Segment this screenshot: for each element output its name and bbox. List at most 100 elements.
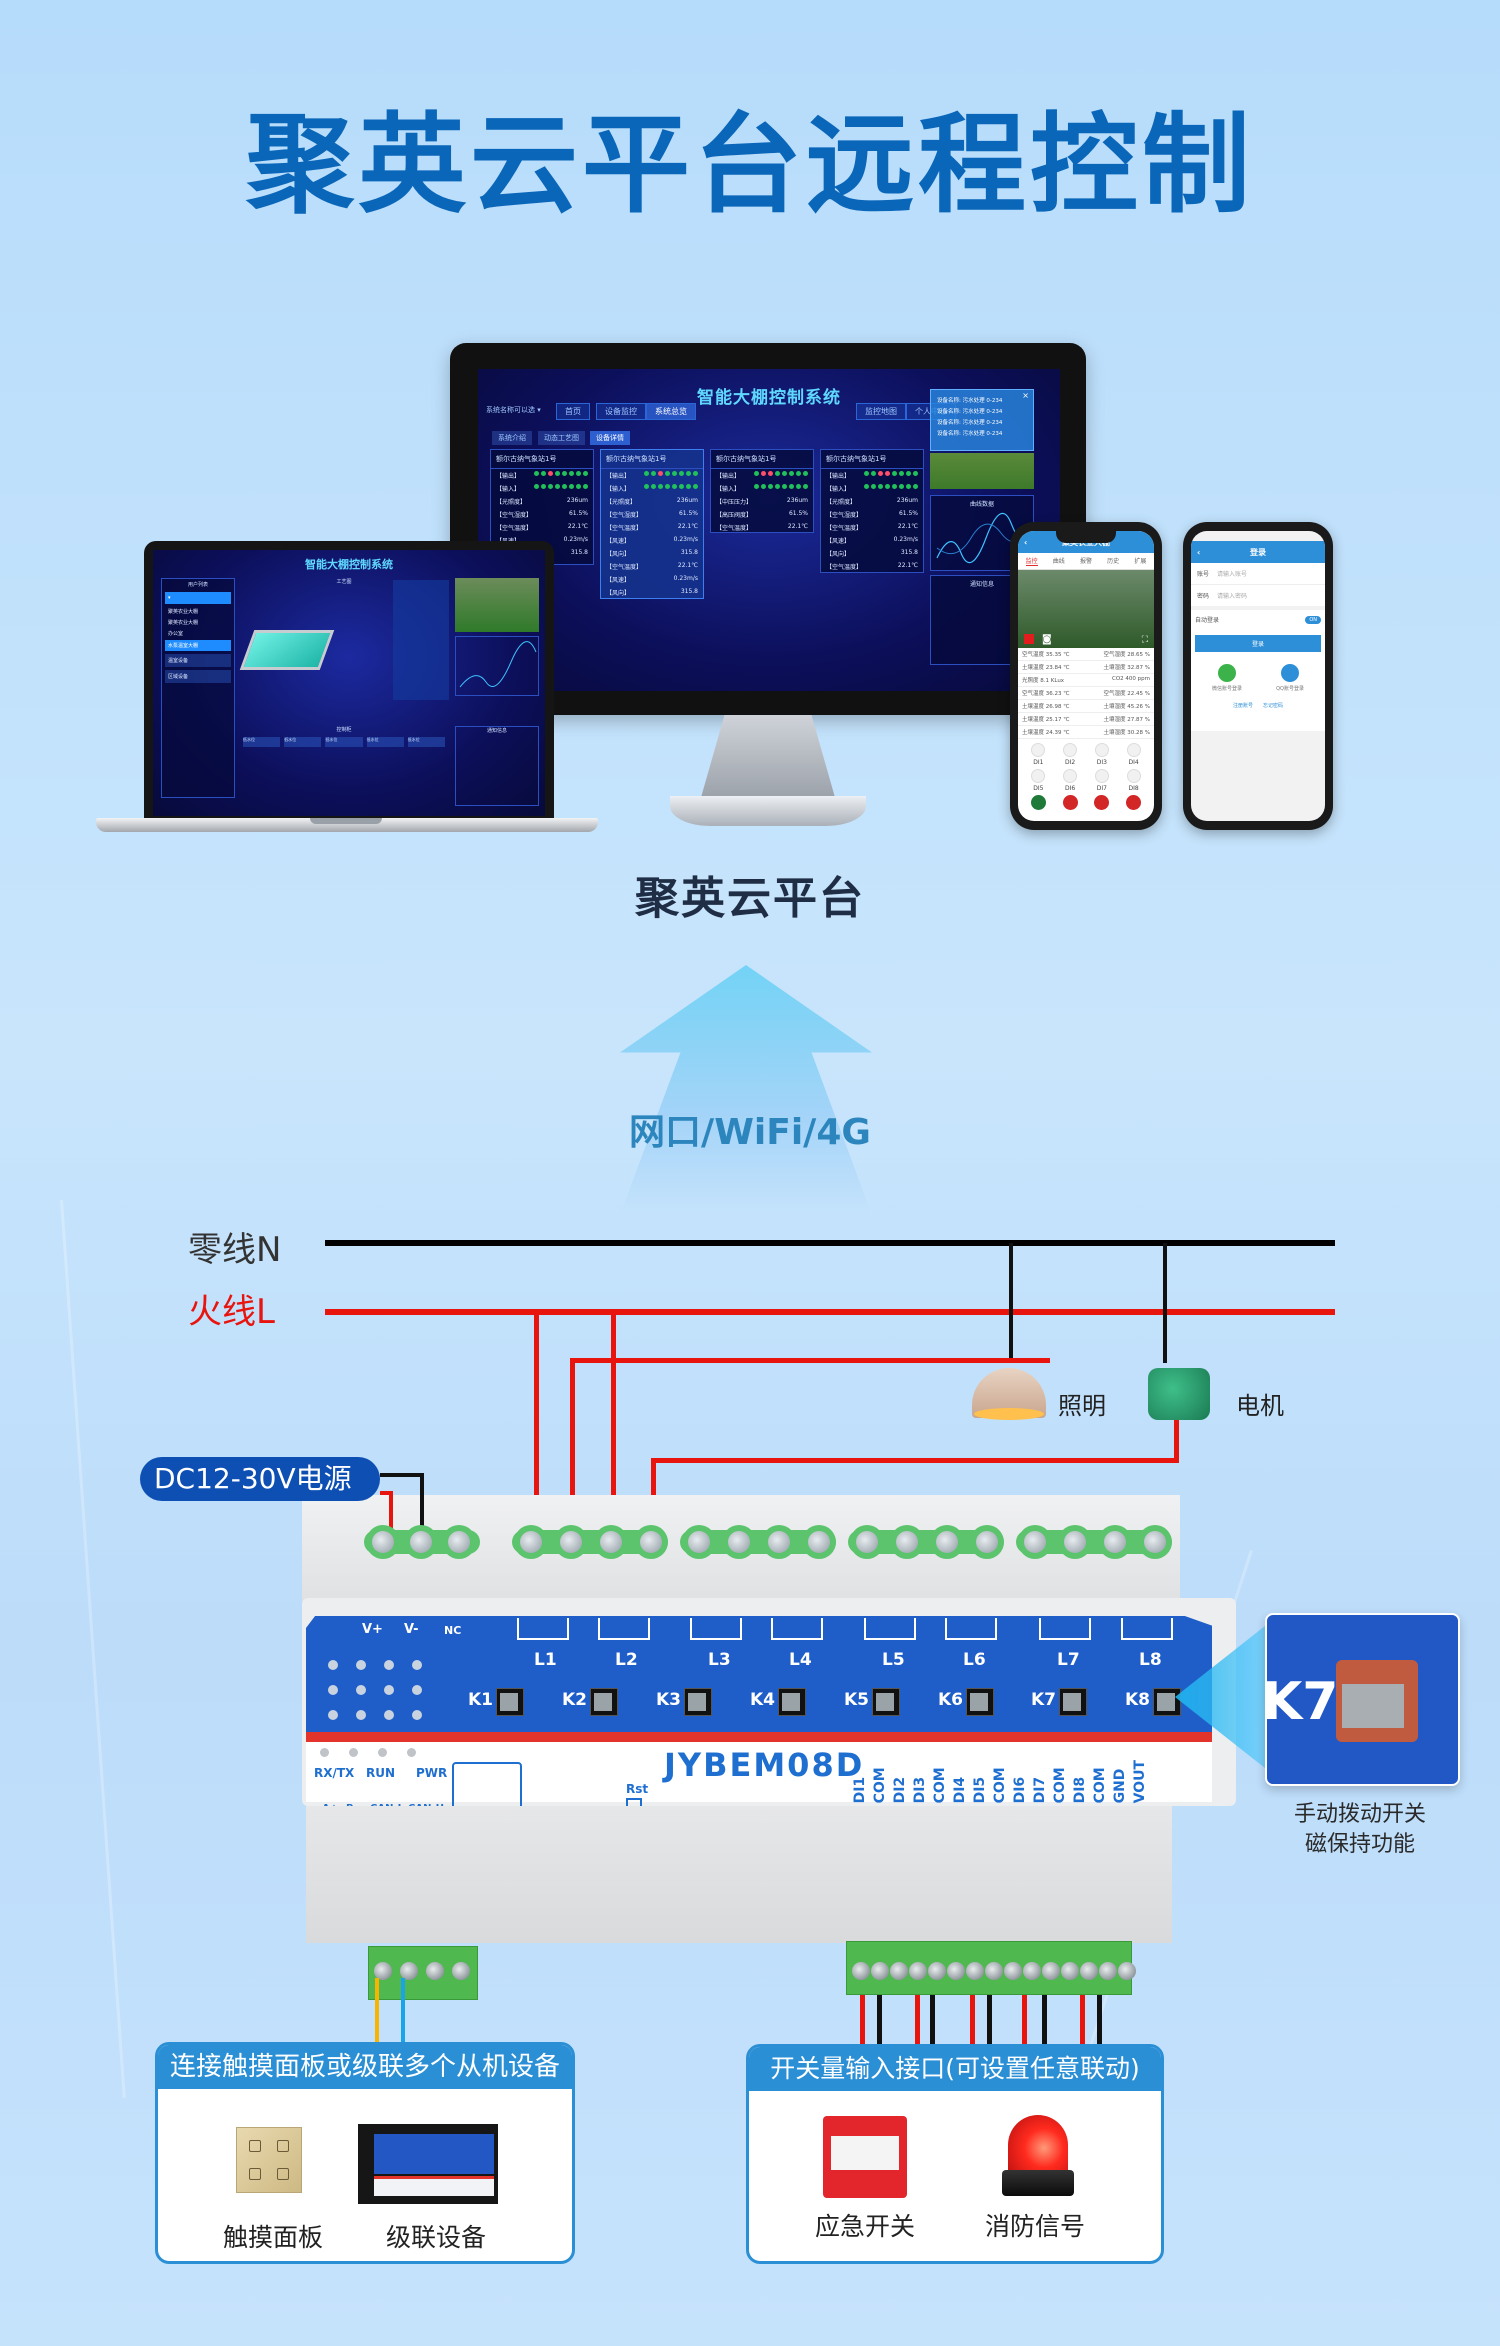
connector-screw[interactable] bbox=[1023, 1962, 1041, 1980]
device-group[interactable]: 温室设备 bbox=[165, 654, 231, 667]
terminal-screw[interactable] bbox=[970, 1525, 1004, 1559]
login-button[interactable]: 登录 bbox=[1195, 635, 1321, 652]
user-item[interactable]: 聚英农业大棚 bbox=[168, 620, 199, 626]
terminal-screw[interactable] bbox=[1138, 1525, 1172, 1559]
tab-curve[interactable]: 曲线 bbox=[1052, 558, 1065, 565]
station-card-selected[interactable]: 额尔古纳气象站1号 【输出】 【输入】 【光照度】236um 【空气湿度】61.… bbox=[600, 449, 704, 599]
connector-screw[interactable] bbox=[400, 1962, 418, 1980]
connector-screw[interactable] bbox=[452, 1962, 470, 1980]
nav-overview[interactable]: 系统总览 bbox=[646, 403, 696, 420]
greenhouse-video-thumb[interactable] bbox=[930, 453, 1034, 489]
terminal-screw[interactable] bbox=[634, 1525, 668, 1559]
connector-screw[interactable] bbox=[966, 1962, 984, 1980]
manual-switch-k5[interactable] bbox=[872, 1688, 900, 1716]
user-group[interactable]: ▾ bbox=[165, 592, 231, 604]
manual-switch-k6[interactable] bbox=[966, 1688, 994, 1716]
connector-screw[interactable] bbox=[426, 1962, 444, 1980]
user-item[interactable]: 办公室 bbox=[168, 631, 184, 637]
terminal-screw[interactable] bbox=[514, 1525, 548, 1559]
connector-screw[interactable] bbox=[374, 1962, 392, 1980]
tab-monitor[interactable]: 监控 bbox=[1025, 558, 1038, 566]
terminal-screw[interactable] bbox=[930, 1525, 964, 1559]
tab-alarm[interactable]: 报警 bbox=[1079, 558, 1092, 565]
manual-switch-k3[interactable] bbox=[684, 1688, 712, 1716]
user-item-selected[interactable]: 水泵温室大棚 bbox=[165, 640, 231, 651]
terminal-screw[interactable] bbox=[850, 1525, 884, 1559]
terminal-screw[interactable] bbox=[1018, 1525, 1052, 1559]
fullscreen-icon[interactable]: ⛶ bbox=[1141, 635, 1148, 645]
manual-switch-k7[interactable] bbox=[1059, 1688, 1087, 1716]
output-button-on[interactable] bbox=[1030, 795, 1046, 810]
connector-screw[interactable] bbox=[1061, 1962, 1079, 1980]
close-icon[interactable]: × bbox=[1022, 391, 1029, 400]
output-button-off[interactable] bbox=[1126, 795, 1142, 810]
status-tile[interactable]: 低水位 bbox=[243, 737, 281, 747]
terminal-screw[interactable] bbox=[682, 1525, 716, 1559]
terminal-screw[interactable] bbox=[762, 1525, 796, 1559]
qq-login-button[interactable]: QQ账号登录 bbox=[1276, 664, 1304, 692]
back-icon[interactable]: ‹ bbox=[1197, 547, 1201, 557]
notification-popup[interactable]: × 设备名称: 污水处理 0-234 设备名称: 污水处理 0-234 设备名称… bbox=[930, 389, 1034, 451]
device-group[interactable]: 区域设备 bbox=[165, 670, 231, 683]
terminal-screw[interactable] bbox=[442, 1525, 476, 1559]
manual-switch-k2[interactable] bbox=[590, 1688, 618, 1716]
account-input[interactable]: 请输入账号 bbox=[1217, 571, 1248, 578]
back-icon[interactable]: ‹ bbox=[1024, 537, 1028, 547]
connector-screw[interactable] bbox=[852, 1962, 870, 1980]
terminal-screw[interactable] bbox=[366, 1525, 400, 1559]
connector-screw[interactable] bbox=[928, 1962, 946, 1980]
status-tile[interactable]: 低水位 bbox=[284, 737, 322, 747]
forgot-password-link[interactable]: 忘记密码 bbox=[1263, 703, 1284, 709]
password-input[interactable]: 请输入密码 bbox=[1217, 593, 1248, 600]
tab-extend[interactable]: 扩展 bbox=[1134, 558, 1147, 565]
connector-screw[interactable] bbox=[1042, 1962, 1060, 1980]
connector-screw[interactable] bbox=[909, 1962, 927, 1980]
camera-icon[interactable]: ◙ bbox=[1042, 634, 1052, 645]
tab-history[interactable]: 历史 bbox=[1107, 558, 1120, 565]
account-field[interactable]: 账号请输入账号 bbox=[1191, 563, 1325, 585]
video-monitor-thumb[interactable] bbox=[455, 578, 539, 632]
connector-screw[interactable] bbox=[1099, 1962, 1117, 1980]
nav-monitor-map[interactable]: 监控地图 bbox=[856, 403, 906, 420]
terminal-screw[interactable] bbox=[1058, 1525, 1092, 1559]
status-tile[interactable]: 低水位 bbox=[366, 737, 404, 747]
station-card[interactable]: 额尔古纳气象站1号 【输出】 【输入】 【光照度】236um 【空气湿度】61.… bbox=[820, 449, 924, 573]
manual-switch-k8[interactable] bbox=[1153, 1688, 1181, 1716]
terminal-screw[interactable] bbox=[722, 1525, 756, 1559]
system-selector[interactable]: 系统名称可以选 ▾ bbox=[486, 406, 541, 414]
register-link[interactable]: 注册账号 bbox=[1232, 703, 1253, 709]
connector-screw[interactable] bbox=[871, 1962, 889, 1980]
module-blue-panel bbox=[306, 1616, 1212, 1736]
terminal-screw[interactable] bbox=[1098, 1525, 1132, 1559]
subtab-process[interactable]: 动态工艺图 bbox=[538, 431, 585, 445]
connector-screw[interactable] bbox=[1118, 1962, 1136, 1980]
connector-screw[interactable] bbox=[890, 1962, 908, 1980]
record-button[interactable] bbox=[1024, 634, 1034, 644]
nav-home[interactable]: 首页 bbox=[556, 403, 590, 420]
manual-switch-k1[interactable] bbox=[496, 1688, 524, 1716]
connector-screw[interactable] bbox=[1080, 1962, 1098, 1980]
subtab-device-detail[interactable]: 设备详情 bbox=[590, 431, 630, 445]
nav-device-monitor[interactable]: 设备监控 bbox=[596, 403, 646, 420]
subtab-intro[interactable]: 系统介绍 bbox=[492, 431, 532, 445]
connector-screw[interactable] bbox=[985, 1962, 1003, 1980]
status-tile[interactable]: 低水位 bbox=[325, 737, 363, 747]
auto-login-toggle[interactable]: ON bbox=[1305, 615, 1321, 624]
output-button-off[interactable] bbox=[1094, 795, 1110, 810]
station-card[interactable]: 额尔古纳气象站1号 【输出】 【输入】 【中压压力】236um 【高压阀度】61… bbox=[710, 449, 814, 533]
connector-screw[interactable] bbox=[1004, 1962, 1022, 1980]
terminal-screw[interactable] bbox=[404, 1525, 438, 1559]
terminal-screw[interactable] bbox=[802, 1525, 836, 1559]
user-item[interactable]: 聚英农业大棚 bbox=[168, 609, 199, 615]
row-label: 【风速】 bbox=[606, 577, 631, 584]
terminal-screw[interactable] bbox=[554, 1525, 588, 1559]
password-field[interactable]: 密码请输入密码 bbox=[1191, 585, 1325, 606]
terminal-screw[interactable] bbox=[594, 1525, 628, 1559]
terminal-screw[interactable] bbox=[890, 1525, 924, 1559]
output-button-off[interactable] bbox=[1062, 795, 1078, 810]
manual-switch-k4[interactable] bbox=[778, 1688, 806, 1716]
status-tile[interactable]: 低水位 bbox=[407, 737, 445, 747]
connector-screw[interactable] bbox=[947, 1962, 965, 1980]
wechat-login-button[interactable]: 微信账号登录 bbox=[1212, 664, 1242, 692]
greenhouse-camera-feed[interactable]: ◙ ⛶ bbox=[1018, 570, 1154, 648]
